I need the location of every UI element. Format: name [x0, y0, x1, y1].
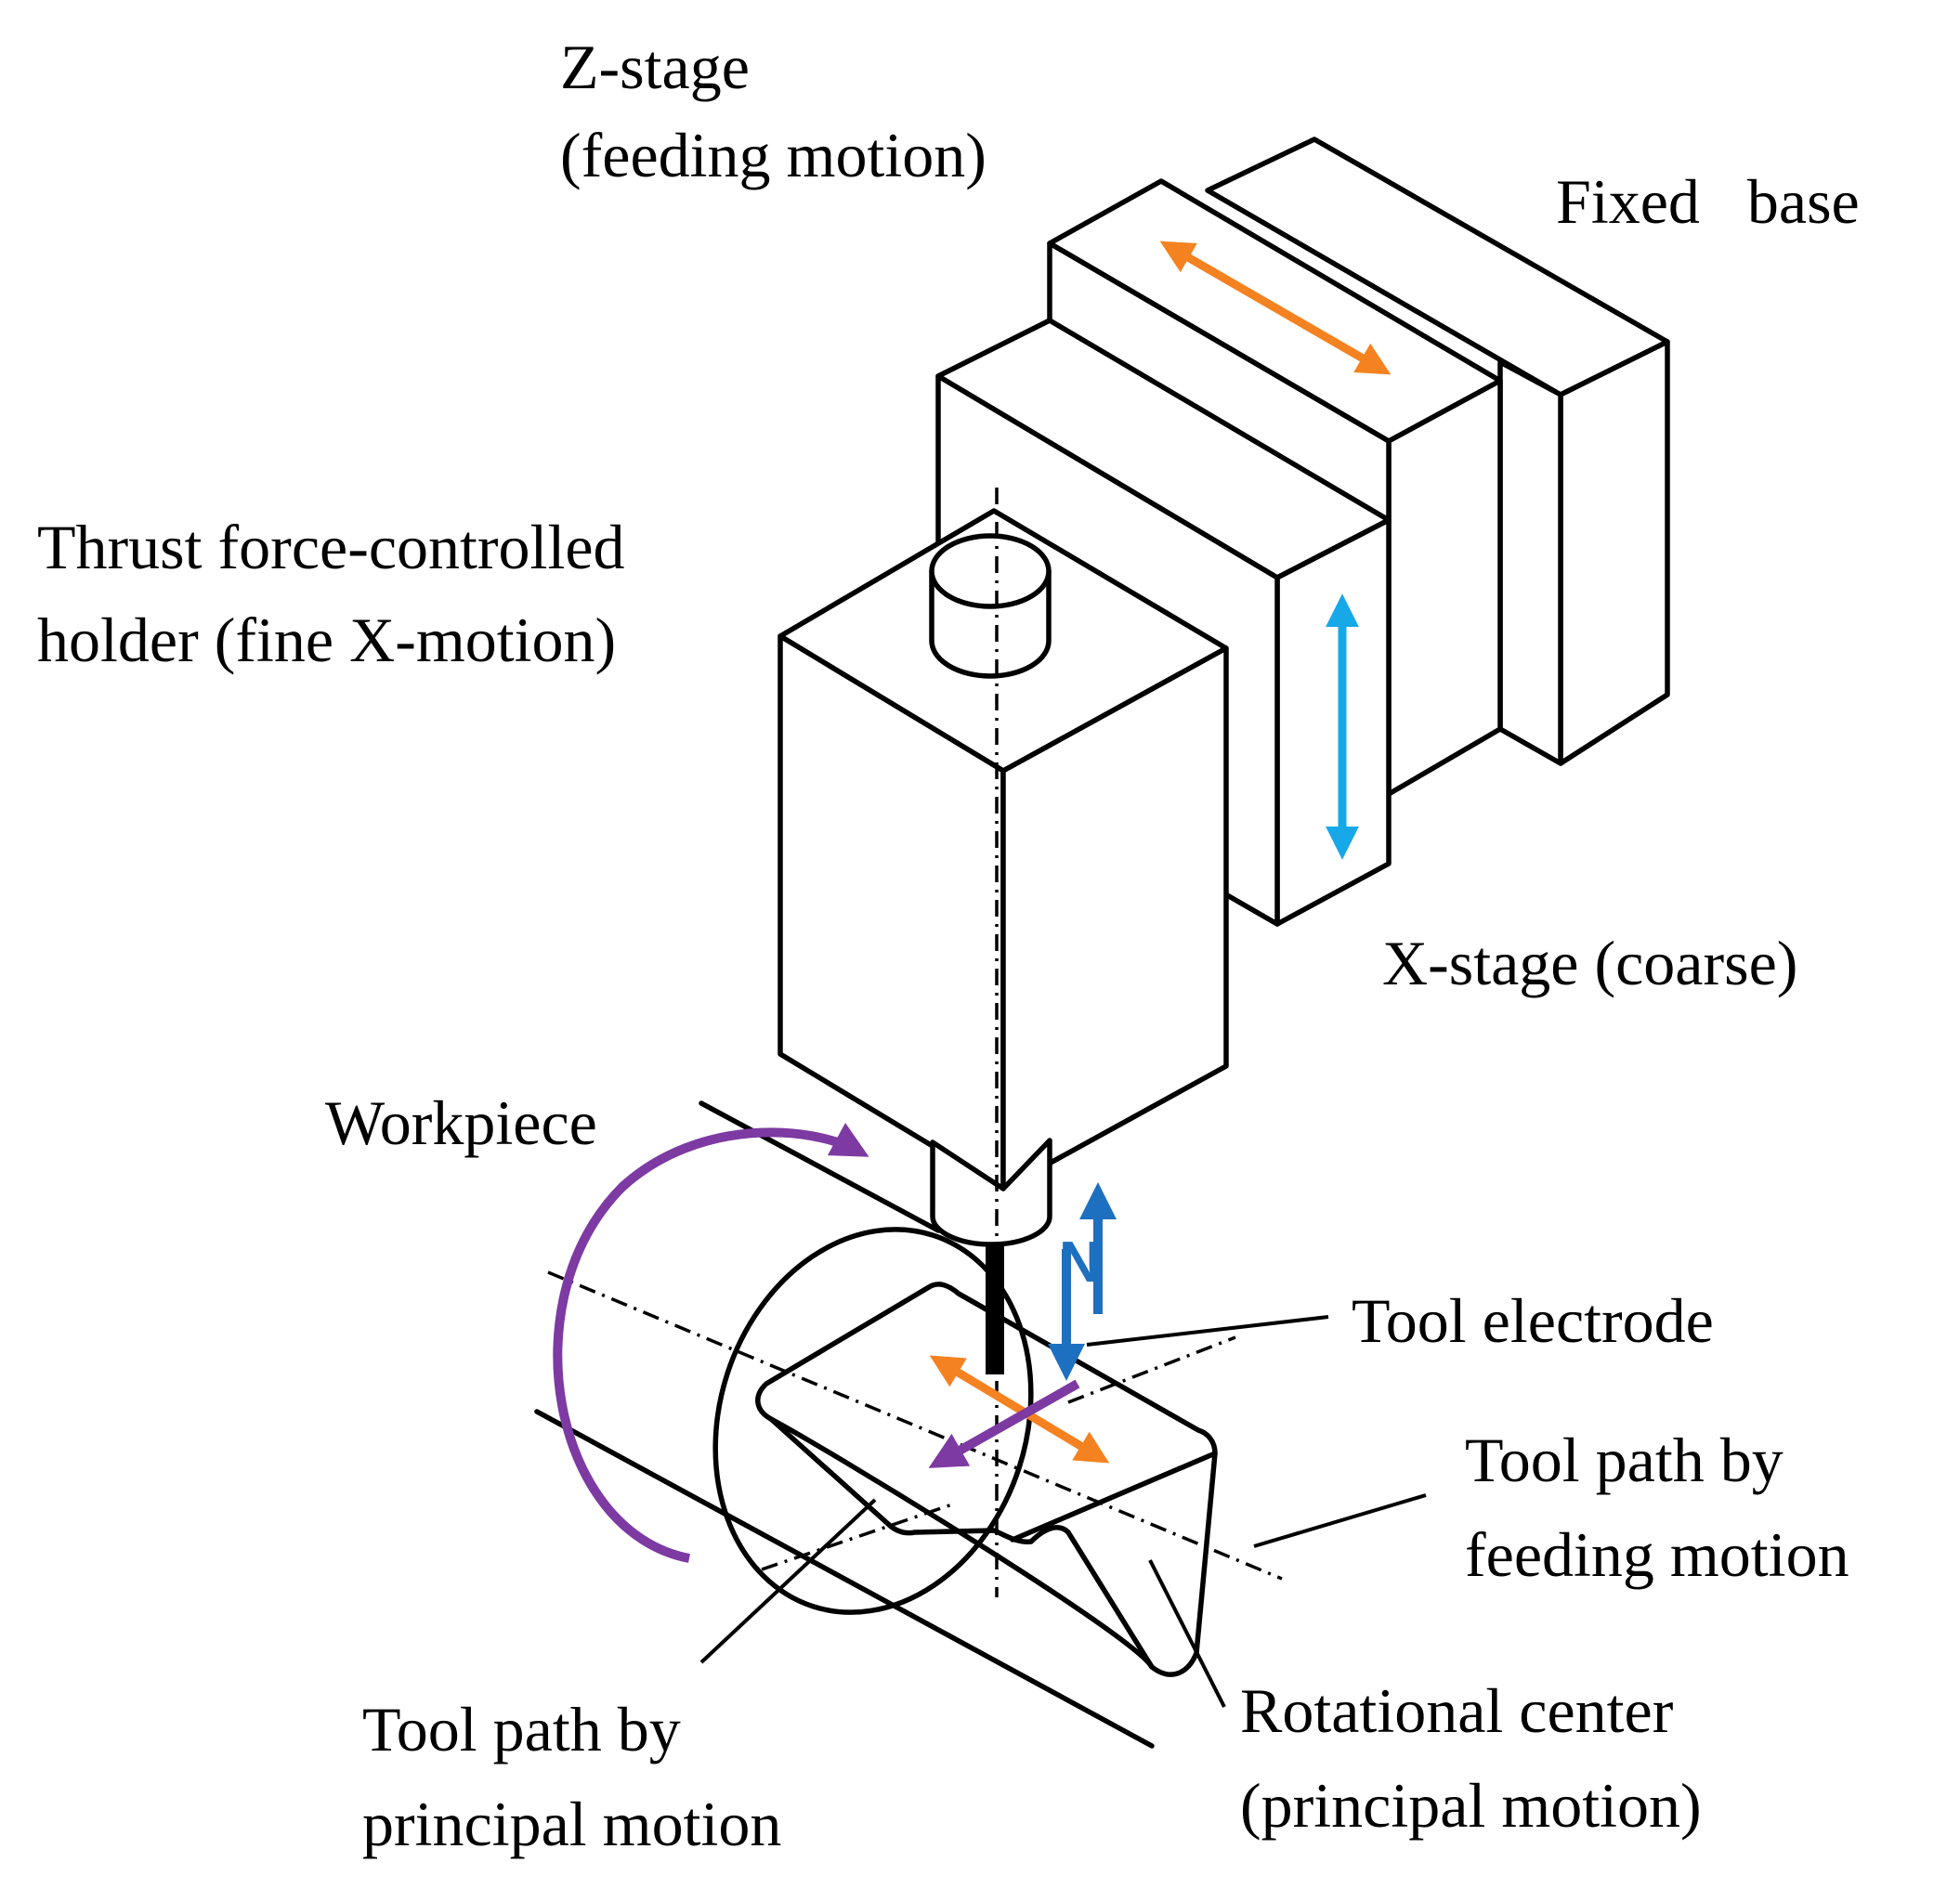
- holder-label-sub: holder (fine X-motion): [37, 605, 616, 675]
- normal-force-symbol: N: [1059, 1230, 1101, 1295]
- principal-path-arrow: [928, 1379, 1080, 1468]
- center-axes: [547, 488, 1283, 1597]
- workpiece-body: [534, 1100, 1218, 1749]
- rot-center-label-sub: (principal motion): [1240, 1770, 1702, 1841]
- rot-center-label: Rotational center: [1240, 1675, 1674, 1746]
- motion-arrows: [553, 241, 1392, 1563]
- z-stage-label: Z-stage: [560, 32, 750, 102]
- workpiece-label: Workpiece: [325, 1087, 597, 1158]
- fixed-base-block: [1205, 137, 1670, 766]
- fixed-base-label: Fixed base: [1556, 166, 1860, 237]
- holder-top-cylinder: [929, 533, 1052, 679]
- holder-label: Thrust force-controlled: [37, 512, 625, 582]
- thrust-holder-block: [777, 508, 1229, 1191]
- z-stage-motion-arrow: [1159, 241, 1392, 375]
- tool-electrode-label: Tool electrode: [1352, 1285, 1714, 1356]
- workpiece-rotation-arrow: [553, 1123, 869, 1563]
- z-stage-label-sub: (feeding motion): [560, 120, 987, 190]
- feed-path-label: Tool path by: [1465, 1425, 1784, 1495]
- leader-lines: [699, 1315, 1427, 1708]
- labels: Z-stage (feeding motion) Fixed base Thru…: [37, 32, 1860, 1859]
- principal-path-label-sub: principal motion: [362, 1789, 781, 1859]
- feed-path-arrow: [929, 1355, 1110, 1464]
- feed-path-label-sub: feeding motion: [1465, 1519, 1849, 1590]
- principal-path-label: Tool path by: [362, 1694, 681, 1764]
- x-stage-label: X-stage (coarse): [1382, 928, 1797, 998]
- tool-electrode: [986, 1244, 1004, 1374]
